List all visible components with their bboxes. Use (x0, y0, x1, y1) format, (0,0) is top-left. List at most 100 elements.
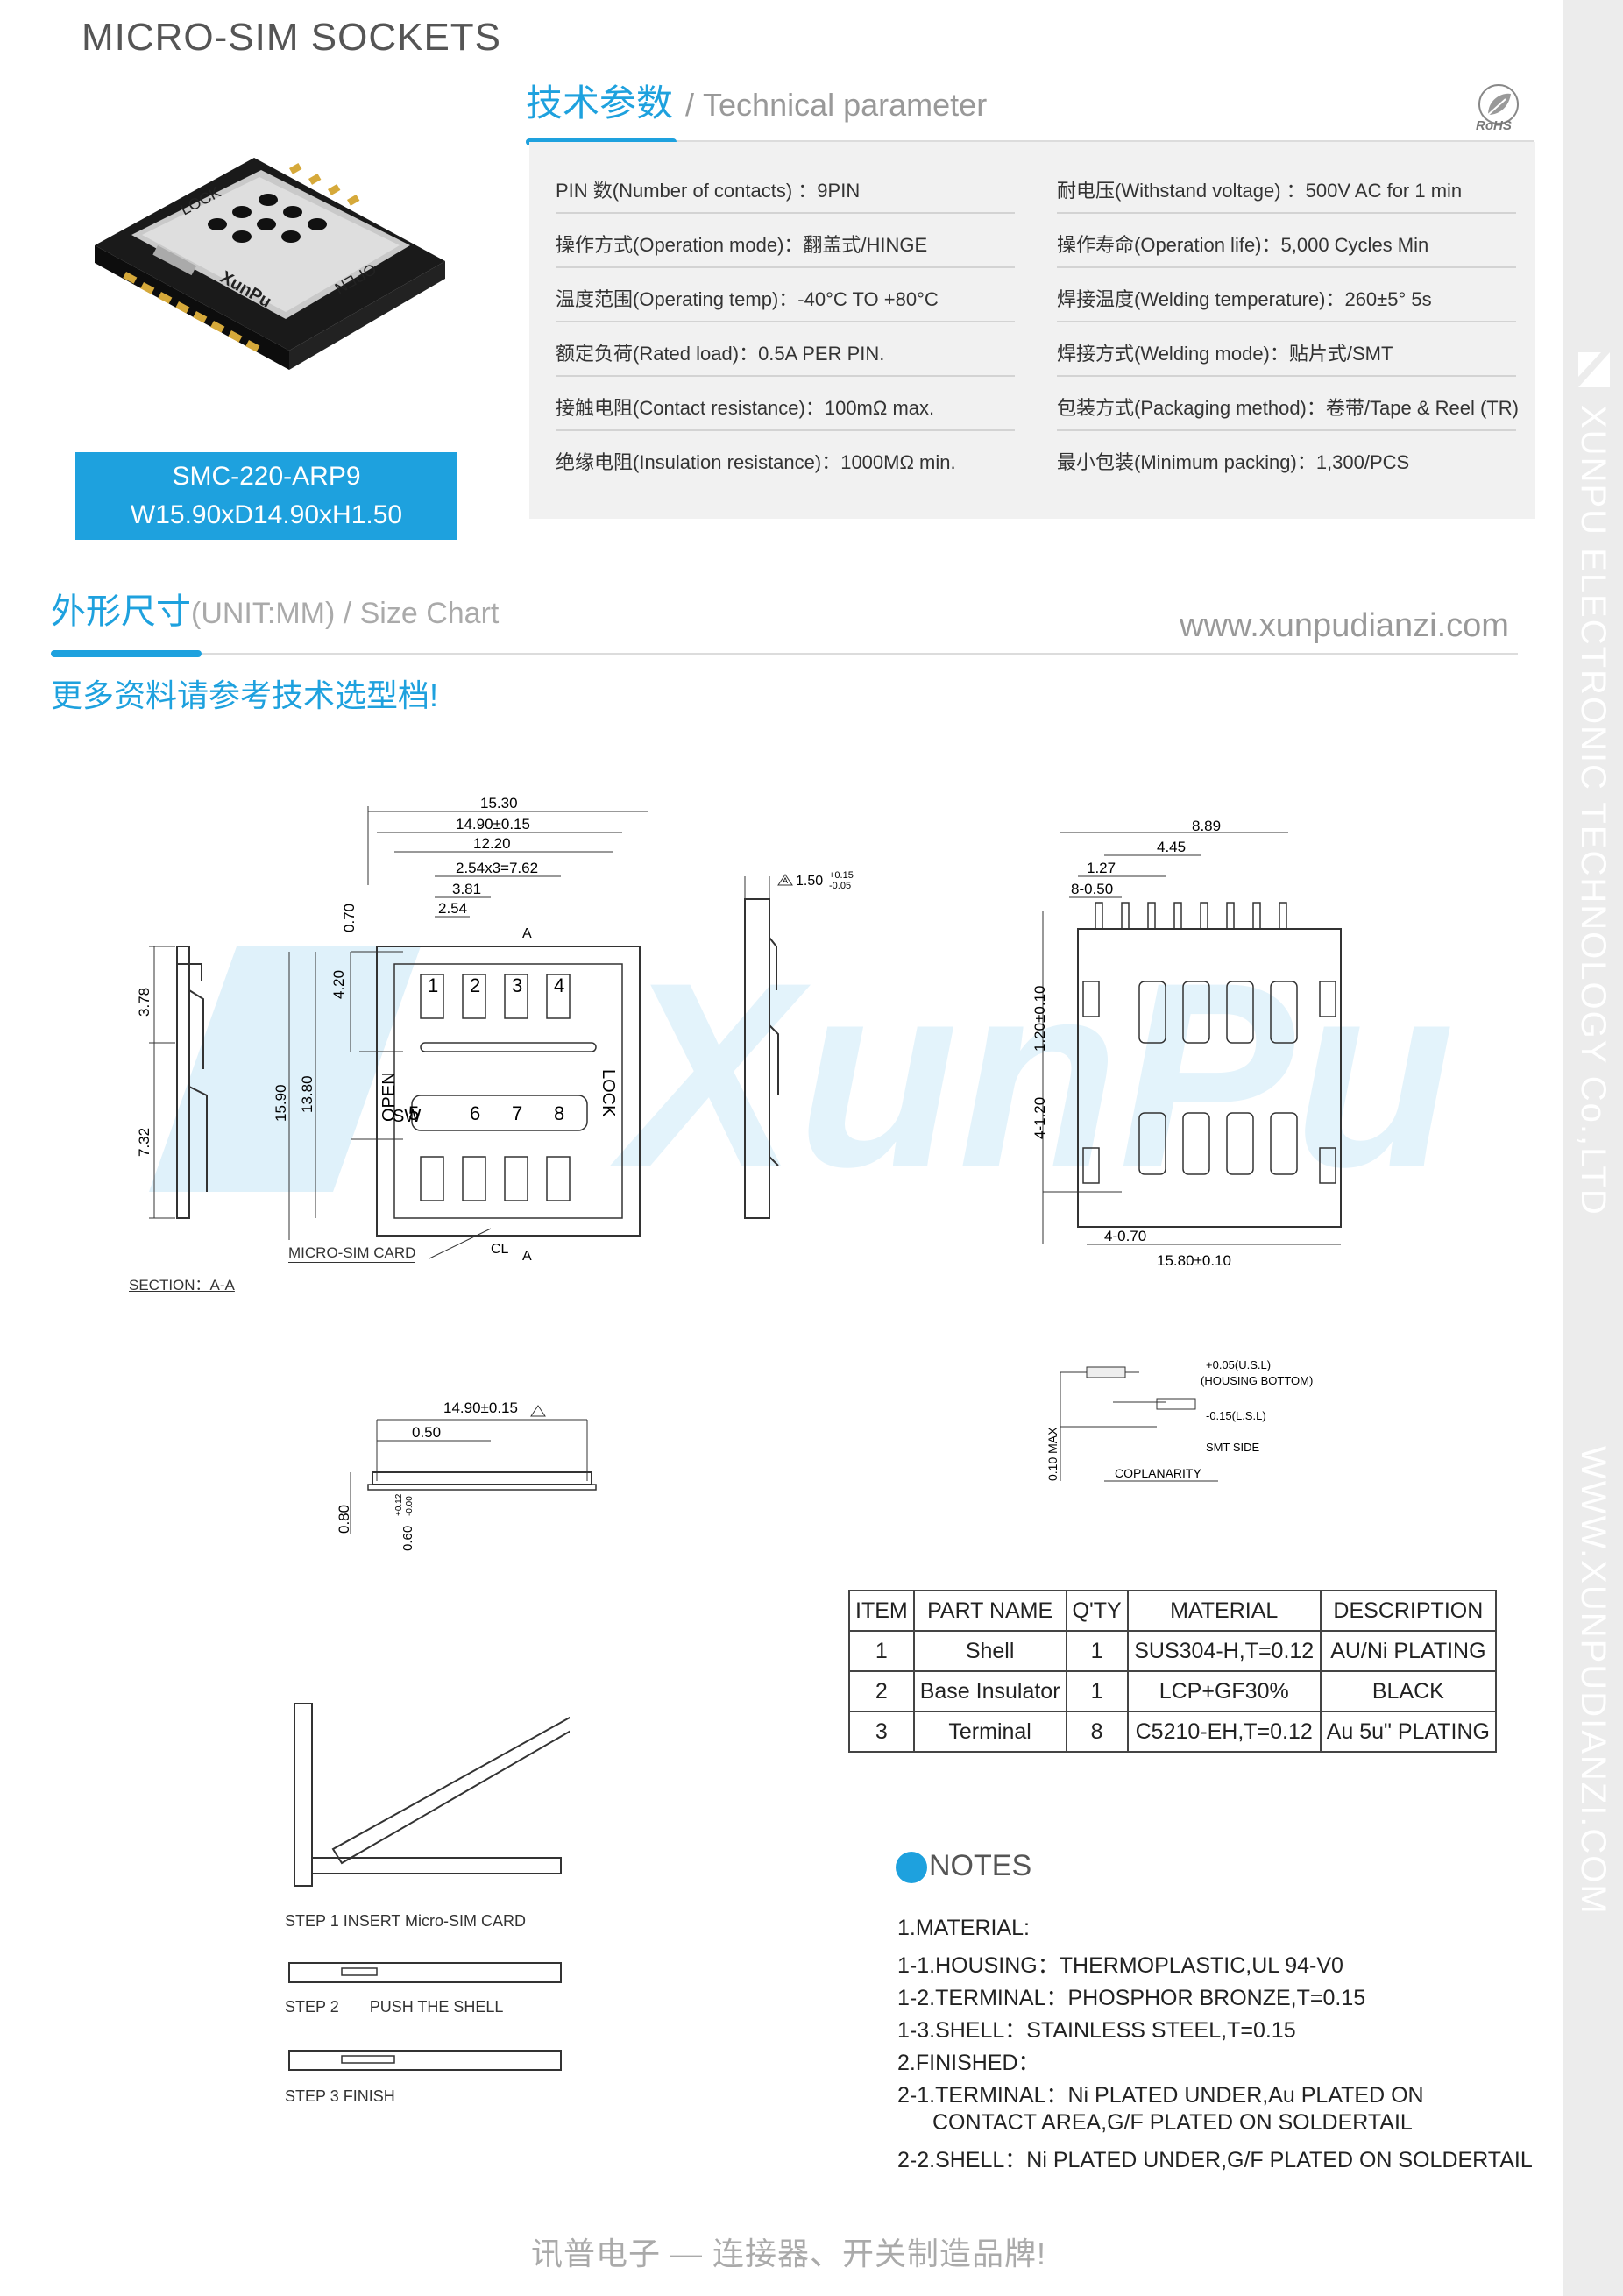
dim-side-1490: 14.90±0.15 (443, 1400, 518, 1416)
table-row: 2 Base Insulator 1 LCP+GF30% BLACK (848, 1670, 1498, 1712)
dim-side-060-tol-dn: -0.00 (405, 1496, 415, 1516)
bom-header-material: MATERIAL (1126, 1590, 1322, 1632)
micro-sim-card-label: MICRO-SIM CARD (288, 1244, 416, 1263)
website-link[interactable]: www.xunpudianzi.com (1180, 607, 1509, 644)
dim-254: 2.54 (438, 900, 467, 917)
param-divider (556, 429, 1015, 431)
bom-cell: 1 (1065, 1670, 1129, 1712)
bom-header-item: ITEM (848, 1590, 915, 1632)
note-line-6: 2-1.TERMINAL：Ni PLATED UNDER,Au PLATED O… (897, 2083, 1424, 2108)
note-line-5: 2.FINISHED： (897, 2051, 1040, 2075)
mark-a-bottom: A (522, 1249, 532, 1262)
pin-num-5: 5 (408, 1102, 419, 1124)
footer-slogan: 讯普电子 — 连接器、开关制造品牌! (531, 2236, 1047, 2271)
bom-cell: SUS304-H,T=0.12 (1126, 1630, 1322, 1672)
bom-cell: 3 (848, 1711, 915, 1753)
dim-889: 8.89 (1192, 818, 1221, 834)
side-strip: XUNPU ELECTRONIC TECHNOLOGY Co.,LTD WWW.… (1563, 0, 1623, 2296)
bom-cell: AU/Ni PLATING (1319, 1630, 1498, 1672)
param-divider (1057, 266, 1516, 268)
pin-num-3: 3 (512, 974, 522, 996)
table-row: 3 Terminal 8 C5210-EH,T=0.12 Au 5u" PLAT… (848, 1711, 1498, 1753)
dim-381: 3.81 (452, 881, 481, 897)
step1-label: STEP 1 INSERT Micro-SIM CARD (285, 1912, 527, 1930)
tech-title-cn: 技术参数 (526, 82, 674, 124)
section-aa-view: 3.78 7.32 (136, 946, 208, 1219)
param-divider (556, 212, 1015, 214)
bom-cell: 1 (848, 1630, 915, 1672)
param-right-1: 耐电压(Withstand voltage) ：500V AC for 1 mi… (1057, 180, 1463, 202)
dim-732: 7.32 (136, 1128, 152, 1157)
dim-4-070: 4-0.70 (1104, 1228, 1146, 1244)
dim-side-060-tol-up: +0.12 (394, 1493, 404, 1516)
dim-side-050: 0.50 (412, 1424, 441, 1441)
bom-cell: Base Insulator (912, 1670, 1067, 1712)
param-right-5: 包装方式(Packaging method)：卷带/Tape & Reel (T… (1057, 397, 1519, 419)
coplanarity-housing: (HOUSING BOTTOM) (1201, 1374, 1313, 1387)
step1-drawing (294, 1703, 570, 1887)
step3-label: STEP 3 FINISH (285, 2087, 395, 2105)
bom-cell: BLACK (1319, 1670, 1498, 1712)
param-divider (1057, 321, 1516, 322)
bom-header-part-name: PART NAME (912, 1590, 1067, 1632)
pin-num-2: 2 (470, 974, 480, 996)
param-right-3: 焊接温度(Welding temperature)：260±5° 5s (1057, 288, 1432, 310)
dim-378: 3.78 (136, 988, 152, 1017)
bom-cell: 1 (1065, 1630, 1129, 1672)
side-view-drawing: A 1.50 +0.15 -0.05 (744, 870, 854, 1219)
part-number-box: SMC-220-ARP9 W15.90xD14.90xH1.50 (75, 452, 457, 540)
dim-150: 1.50 (796, 874, 823, 889)
size-divider-accent (51, 650, 202, 657)
dim-420: 4.20 (330, 970, 347, 999)
note-line-8: 2-2.SHELL：Ni PLATED UNDER,G/F PLATED ON … (897, 2148, 1533, 2172)
bom-cell: Shell (912, 1630, 1067, 1672)
bom-cell: Terminal (912, 1711, 1067, 1753)
tech-title-en: / Technical parameter (685, 87, 988, 123)
dim-1380: 13.80 (299, 1075, 315, 1113)
size-chart-title-en: (UNIT:MM) / Size Chart (191, 597, 500, 630)
param-left-3: 温度范围(Operating temp)：-40°C TO +80°C (556, 288, 939, 310)
coplanarity-smt: SMT SIDE (1206, 1441, 1259, 1454)
coplanarity-lsl: -0.15(L.S.L) (1206, 1409, 1266, 1422)
table-row: 1 Shell 1 SUS304-H,T=0.12 AU/Ni PLATING (848, 1630, 1498, 1672)
part-dimensions: W15.90xD14.90xH1.50 (130, 500, 403, 529)
coplanarity-drawing: +0.05(U.S.L) (HOUSING BOTTOM) -0.15(L.S.… (1045, 1358, 1313, 1482)
note-line-2: 1-1.HOUSING：THERMOPLASTIC,UL 94-V0 (897, 1953, 1343, 1978)
notes-bullet-icon (896, 1852, 927, 1883)
dim-side-060: 0.60 (400, 1526, 415, 1551)
rohs-label: RoHS (1476, 118, 1512, 133)
pin-num-7: 7 (512, 1102, 522, 1124)
draw-open-label: OPEN (379, 1072, 399, 1122)
param-left-4: 额定负荷(Rated load)：0.5A PER PIN. (556, 343, 885, 365)
pin-num-6: 6 (470, 1102, 480, 1124)
bom-header-description: DESCRIPTION (1319, 1590, 1498, 1632)
bom-cell: Au 5u" PLATING (1319, 1711, 1498, 1753)
bom-cell: C5210-EH,T=0.12 (1126, 1711, 1322, 1753)
dim-150-tol-up: +0.15 (829, 870, 854, 881)
coplanarity-max: 0.10 MAX (1045, 1427, 1060, 1481)
pin-num-4: 4 (554, 974, 564, 996)
dim-150-tol-dn: -0.05 (829, 881, 851, 891)
step2-label: STEP 2 PUSH THE SHELL (285, 1998, 504, 2016)
mark-cl: CL (491, 1242, 509, 1257)
param-left-2: 操作方式(Operation mode)：翻盖式/HINGE (556, 234, 928, 256)
size-chart-title-cn: 外形尺寸 (51, 592, 191, 631)
side-url: WWW.XUNPUDIANZI.COM (1574, 1446, 1612, 1916)
bom-cell: 8 (1065, 1711, 1129, 1753)
param-left-1: PIN 数(Number of contacts) ：9PIN (556, 180, 861, 202)
dim-762: 2.54x3=7.62 (456, 860, 538, 876)
dim-445: 4.45 (1157, 839, 1186, 855)
param-right-2: 操作寿命(Operation life)：5,000 Cycles Min (1057, 234, 1429, 256)
bom-table: ITEM PART NAME Q'TY MATERIAL DESCRIPTION… (848, 1590, 1498, 1753)
step2-drawing (288, 1962, 562, 1983)
pin-num-8: 8 (554, 1102, 564, 1124)
page-heading: MICRO-SIM SOCKETS (82, 16, 502, 59)
more-info-note: 更多资料请参考技术选型档! (51, 677, 439, 713)
note-line-1: 1.MATERIAL: (897, 1916, 1030, 1940)
tech-divider (526, 140, 1534, 143)
parameter-panel (529, 142, 1535, 519)
param-divider (1057, 429, 1516, 431)
bom-cell: 2 (848, 1670, 915, 1712)
dim-127: 1.27 (1087, 860, 1116, 876)
param-divider (1057, 212, 1516, 214)
